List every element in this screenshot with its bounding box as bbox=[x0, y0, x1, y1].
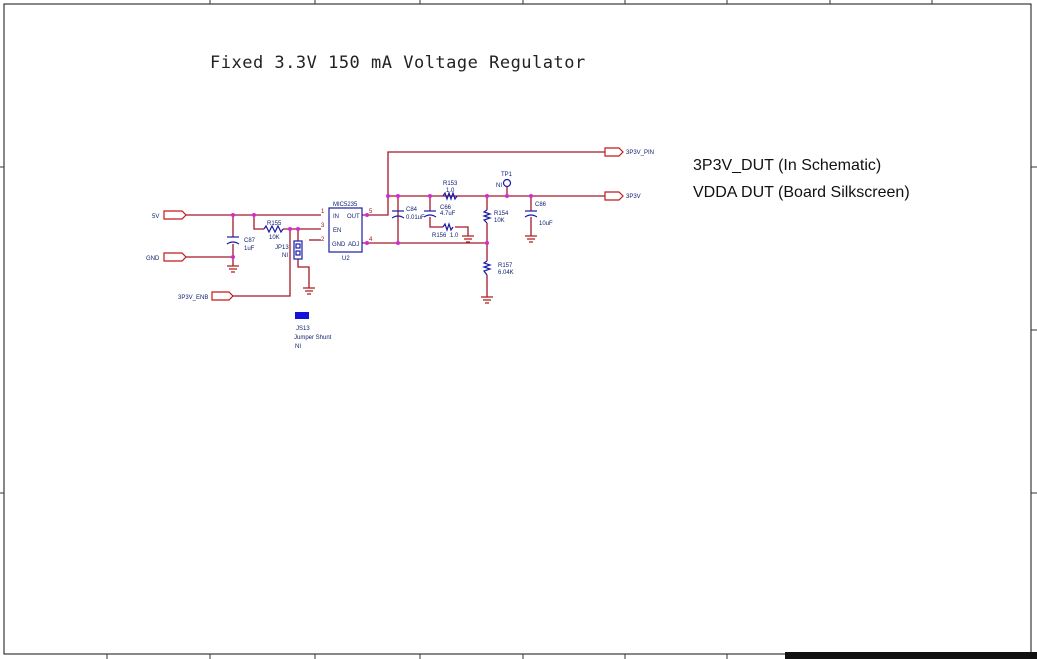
port-3p3v: 3P3V bbox=[604, 191, 641, 201]
pin-gnd-label: GND bbox=[332, 242, 346, 248]
jp13-value: NI bbox=[282, 253, 288, 259]
port-3p3v-pin: 3P3V_PIN bbox=[604, 147, 654, 157]
ground-symbol-r157 bbox=[481, 296, 493, 304]
r155-value: 10K bbox=[269, 235, 280, 241]
r155-ref: R155 bbox=[267, 221, 282, 227]
jp13-ref: JP13 bbox=[275, 245, 289, 251]
resistor-r157: R157 6.04K bbox=[482, 260, 514, 276]
tp1-ref: TP1 bbox=[501, 172, 513, 178]
r154-ref: R154 bbox=[494, 211, 509, 217]
resistor-r154: R154 10K bbox=[482, 209, 509, 224]
r156-value: 1.0 bbox=[450, 233, 459, 239]
port-gnd-label: GND bbox=[146, 256, 160, 262]
capacitor-c86: C86 10uF bbox=[524, 202, 553, 227]
pin-in-label: IN bbox=[333, 214, 339, 220]
resistor-r153: R153 1.0 bbox=[442, 181, 458, 201]
c87-value: 1uF bbox=[244, 246, 255, 252]
port-enable: 3P3V_ENB bbox=[178, 291, 234, 301]
c87-ref: C87 bbox=[244, 238, 256, 244]
port-5v: 5V bbox=[152, 210, 187, 220]
c86-ref: C86 bbox=[535, 202, 547, 208]
sheet-title: Fixed 3.3V 150 mA Voltage Regulator bbox=[210, 53, 586, 73]
ground-symbol-u2 bbox=[303, 287, 315, 295]
port-3p3v-label: 3P3V bbox=[626, 194, 641, 200]
pin-num-en: 3 bbox=[321, 223, 325, 229]
port-gnd: GND bbox=[146, 252, 187, 262]
c86-value: 10uF bbox=[539, 221, 553, 227]
c84-value: 0.01uF bbox=[406, 215, 425, 221]
junctions bbox=[231, 194, 533, 259]
r154-value: 10K bbox=[494, 218, 505, 224]
test-point-tp1: TP1 NI bbox=[496, 172, 513, 189]
pin-num-in: 1 bbox=[321, 209, 325, 215]
jumper-shunt-js13: JS13 Jumper Shunt NI bbox=[294, 312, 332, 350]
js13-ref: JS13 bbox=[296, 326, 310, 332]
port-3p3v-pin-label: 3P3V_PIN bbox=[626, 150, 654, 156]
ground-symbol-c86 bbox=[525, 235, 537, 243]
tp1-value: NI bbox=[496, 183, 502, 189]
pin-out-label: OUT bbox=[347, 214, 360, 220]
c66-value: 4.7uF bbox=[440, 211, 456, 217]
ground-symbol-r156 bbox=[462, 235, 474, 243]
pin-num-out: 5 bbox=[369, 209, 373, 215]
ground-symbol-c87 bbox=[227, 265, 239, 273]
net-note-silkscreen: VDDA DUT (Board Silkscreen) bbox=[693, 184, 910, 201]
r157-value: 6.04K bbox=[498, 270, 514, 276]
r153-ref: R153 bbox=[443, 181, 458, 187]
pin-en-label: EN bbox=[333, 228, 341, 234]
net-note-schematic: 3P3V_DUT (In Schematic) bbox=[693, 157, 881, 174]
capacitor-c87: C87 1uF bbox=[226, 236, 256, 252]
pin-num-adj: 4 bbox=[369, 237, 373, 243]
pin-adj-label: ADJ bbox=[348, 242, 359, 248]
c66-ref: C66 bbox=[440, 205, 452, 211]
js13-value: NI bbox=[295, 344, 301, 350]
r153-value: 1.0 bbox=[446, 188, 455, 194]
capacitor-c66: C66 4.7uF bbox=[423, 205, 456, 218]
resistor-r156: R156 1.0 bbox=[432, 222, 459, 239]
c84-ref: C84 bbox=[406, 207, 418, 213]
jumper-jp13: JP13 NI bbox=[275, 240, 303, 260]
port-enable-label: 3P3V_ENB bbox=[178, 295, 208, 301]
resistor-r155: R155 10K bbox=[263, 221, 284, 241]
capacitor-c84: C84 0.01uF bbox=[391, 207, 425, 221]
r157-ref: R157 bbox=[498, 263, 513, 269]
pin-num-gnd: 2 bbox=[321, 237, 325, 243]
regulator-ref: U2 bbox=[342, 256, 350, 262]
shunt-block bbox=[295, 312, 309, 319]
js13-desc: Jumper Shunt bbox=[294, 335, 332, 341]
r156-ref: R156 bbox=[432, 233, 447, 239]
port-5v-label: 5V bbox=[152, 214, 159, 220]
regulator-u2: MIC5235 U2 IN OUT EN GND ADJ 1 3 2 5 4 bbox=[321, 202, 373, 262]
regulator-part: MIC5235 bbox=[333, 202, 358, 208]
